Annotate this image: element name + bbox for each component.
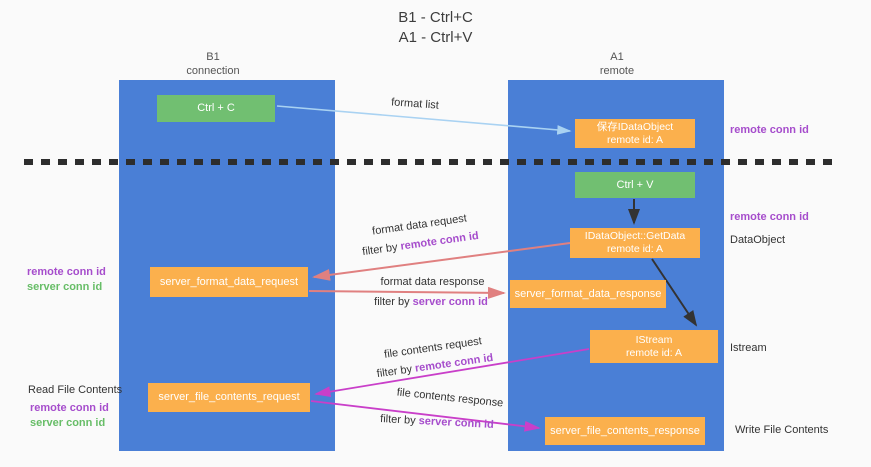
label-right-remote-conn-id-top: remote conn id xyxy=(730,124,809,136)
arrow-file-contents-request xyxy=(314,348,590,397)
lifeline-header-right: A1 remote xyxy=(537,50,697,78)
filter-server-conn-id-text: server conn id xyxy=(412,296,488,308)
label-filter-format-response: filter by server conn id xyxy=(366,296,496,308)
arrow-format-data-request xyxy=(312,242,571,281)
label-left-remote-conn-id-bottom: remote conn id xyxy=(30,402,109,414)
label-right-remote-conn-id-mid: remote conn id xyxy=(730,211,809,223)
box-istream: IStream remote id: A xyxy=(590,330,718,363)
label-write-file-contents: Write File Contents xyxy=(735,424,829,436)
lifeline-right-subtitle: remote xyxy=(599,65,635,77)
label-format-data-response: format data response xyxy=(380,276,485,288)
box-file-response-label: server_file_contents_response xyxy=(550,424,700,437)
label-left-server-conn-id-mid: server conn id xyxy=(27,281,103,293)
box-getdata-line2: remote id: A xyxy=(606,243,664,255)
arrow-getdata-to-istream xyxy=(651,258,698,327)
box-istream-line2: remote id: A xyxy=(625,346,683,359)
box-istream-line1: IStream xyxy=(635,333,673,346)
box-ctrl-c: Ctrl + C xyxy=(157,95,275,122)
lifeline-left-name: B1 xyxy=(206,51,220,63)
box-format-response-label: server_format_data_response xyxy=(514,287,662,300)
filter-prefix-text: filter by xyxy=(374,296,413,308)
arrow-file-contents-response xyxy=(310,400,541,432)
label-istream: Istream xyxy=(730,342,767,354)
lifeline-right-name: A1 xyxy=(610,51,624,63)
label-dataobject: DataObject xyxy=(730,234,786,246)
box-file-request-label: server_file_contents_request xyxy=(158,391,300,403)
lifeline-header-left: B1 connection xyxy=(133,50,293,78)
box-format-request-label: server_format_data_request xyxy=(159,275,299,288)
arrow-format-data-response xyxy=(308,286,506,299)
box-ctrl-c-label: Ctrl + C xyxy=(197,102,235,114)
label-left-server-conn-id-bottom: server conn id xyxy=(30,417,106,429)
box-save-dataobject: 保存IDataObject remote id: A xyxy=(575,119,695,148)
filter-prefix-text: filter by xyxy=(379,413,419,428)
box-server-file-contents-request: server_file_contents_request xyxy=(148,383,310,412)
arrow-format-list xyxy=(276,105,572,135)
box-ctrl-v: Ctrl + V xyxy=(575,172,695,198)
box-getdata-line1: IDataObject::GetData xyxy=(584,230,686,242)
box-save-dataobject-line2: remote id: A xyxy=(606,133,664,146)
label-left-remote-conn-id-mid: remote conn id xyxy=(27,266,106,278)
title-line-1: B1 - Ctrl+C xyxy=(398,9,473,26)
box-server-format-data-response: server_format_data_response xyxy=(510,280,666,308)
label-read-file-contents: Read File Contents xyxy=(28,384,123,396)
dashed-separator-line xyxy=(24,159,833,165)
box-server-file-contents-response: server_file_contents_response xyxy=(545,417,705,445)
box-server-format-data-request: server_format_data_request xyxy=(150,267,308,297)
box-ctrl-v-label: Ctrl + V xyxy=(616,178,654,191)
title-line-2: A1 - Ctrl+V xyxy=(398,29,473,46)
diagram-title: B1 - Ctrl+C A1 - Ctrl+V xyxy=(0,8,871,48)
lifeline-left-subtitle: connection xyxy=(186,65,240,77)
box-idataobject-getdata: IDataObject::GetData remote id: A xyxy=(570,228,700,258)
box-save-dataobject-line1: 保存IDataObject xyxy=(596,120,674,133)
